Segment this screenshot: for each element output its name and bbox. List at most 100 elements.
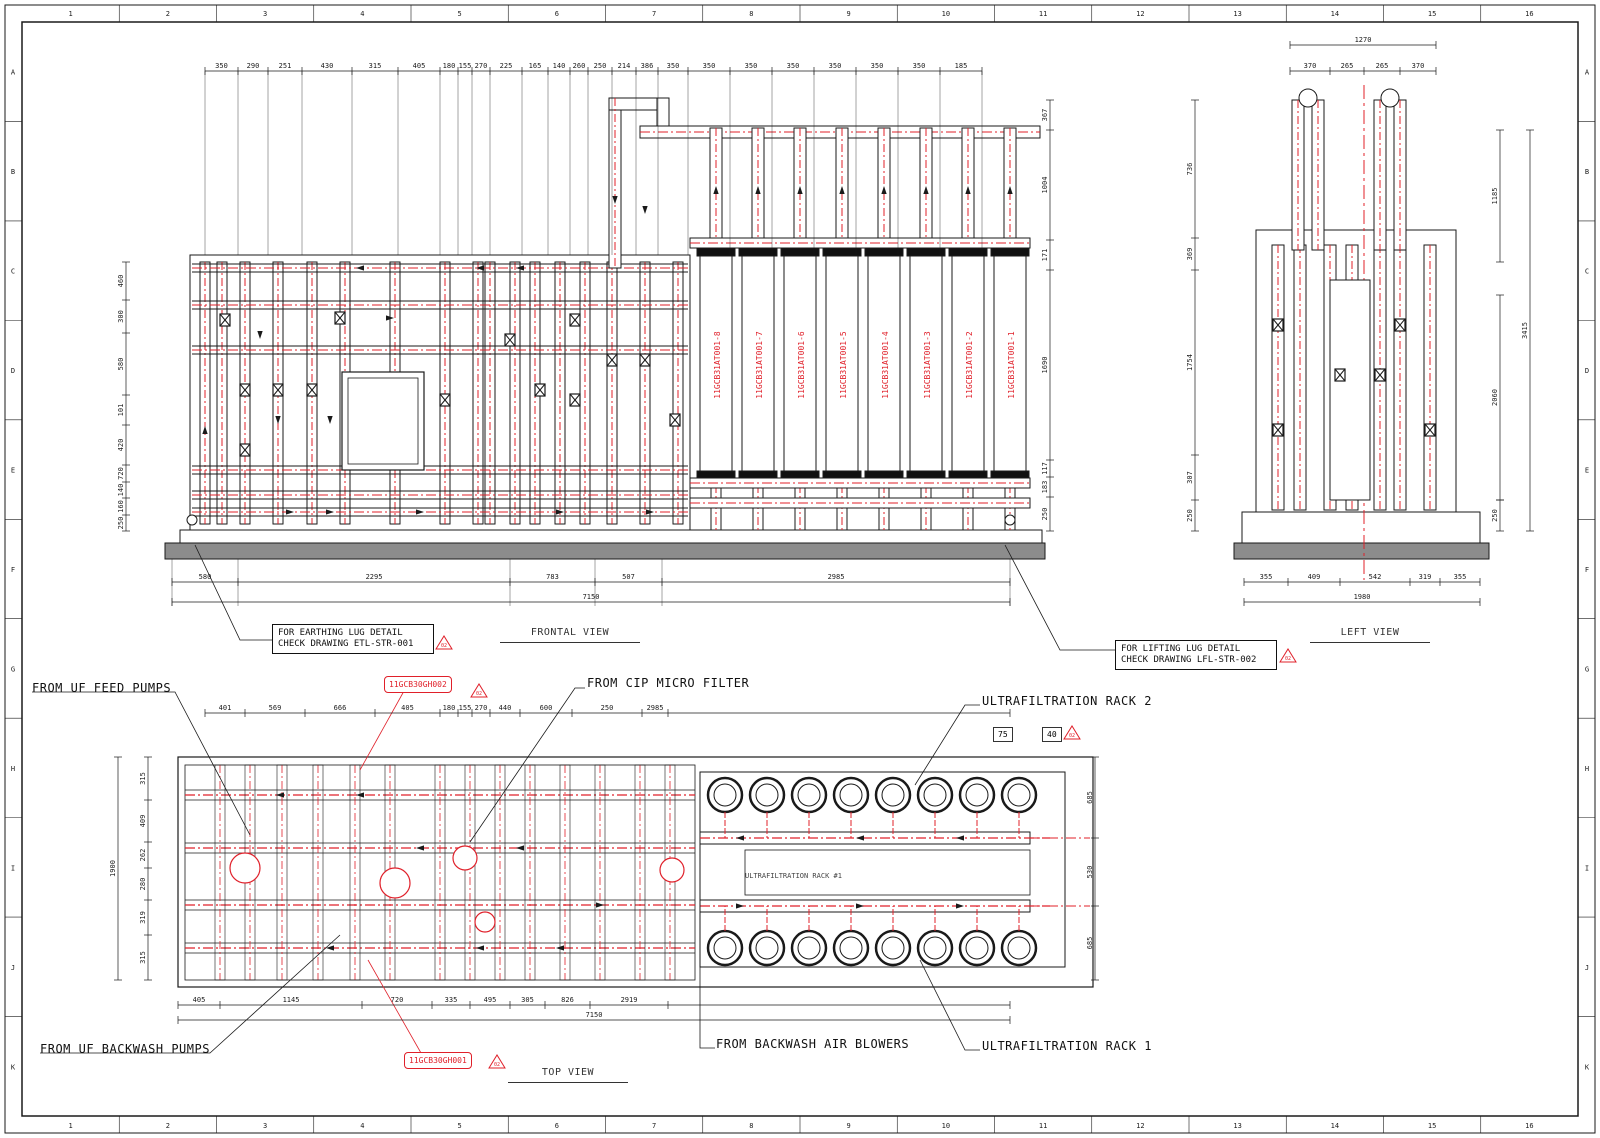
frontal-top-dim-label: 225: [500, 62, 513, 70]
uf-module-plan: [1000, 776, 1038, 838]
flow-arrow: [326, 509, 334, 515]
top-vertical-pipe: [214, 764, 226, 981]
column-label-top: 2: [166, 10, 170, 18]
uf-module: 11GCB31AT001-3: [906, 127, 946, 531]
uf-module-plan: [748, 906, 786, 967]
control-panel-door: [347, 377, 419, 465]
revision-triangle-icon: 02: [435, 635, 453, 650]
uf-module: 11GCB31AT001-7: [738, 127, 778, 531]
flow-arrow: [642, 206, 648, 214]
uf-module: 11GCB31AT001-6: [780, 127, 820, 531]
row-label-right: H: [1585, 765, 1589, 773]
valve-icon: [1374, 368, 1386, 382]
module-body: [867, 255, 901, 472]
revision-number: 02: [1069, 733, 1075, 739]
left-top-dim-label: 265: [1376, 62, 1389, 70]
top-vertical-pipe: [494, 764, 506, 981]
lifting-lug-note: FOR LIFTING LUG DETAIL CHECK DRAWING LFL…: [1115, 640, 1277, 670]
left-top-dim-label: 370: [1412, 62, 1425, 70]
valve-icon: [239, 443, 251, 457]
flow-arrow: [326, 945, 334, 951]
frontal-view: 11GCB31AT001-111GCB31AT001-211GCB31AT001…: [164, 97, 1046, 560]
frontal-top-dim-label: 165: [529, 62, 542, 70]
left-module-stack: [1329, 279, 1371, 501]
row-label-left: J: [11, 964, 15, 972]
row-label-right: J: [1585, 964, 1589, 972]
uf-module-plan: [832, 776, 870, 838]
row-label-left: E: [11, 467, 15, 475]
tag-top-leader: [359, 690, 405, 771]
uf-module-plan: [1000, 906, 1038, 967]
revision-triangle: [1063, 725, 1081, 740]
column-label-bottom: 10: [942, 1122, 950, 1130]
top-vertical-pipe: [464, 764, 476, 981]
valve-icon: [534, 383, 546, 397]
module-tag: 11GCB31AT001-8: [713, 331, 722, 399]
flow-arrow: [713, 186, 719, 194]
flow-arrow: [856, 903, 864, 909]
module-plan-inner: [755, 936, 779, 960]
uf-rack-2-leader: [914, 704, 980, 786]
row-label-left: A: [11, 69, 16, 77]
frontal-bottom-dim-label: 2295: [366, 573, 383, 581]
left-base-skid: [1233, 542, 1490, 560]
flow-arrow: [286, 509, 294, 515]
valve-icon: [306, 383, 318, 397]
frontal-left-dim-label: 420: [117, 439, 125, 452]
left-right-dim2-label: 2060: [1491, 389, 1499, 406]
frontal-right-dim-label: 250: [1041, 508, 1049, 521]
top-top-dim-label: 270: [475, 704, 488, 712]
lifting-note-line-1: FOR LIFTING LUG DETAIL: [1121, 644, 1241, 654]
frontal-base-skid: [164, 542, 1046, 560]
top-vertical-pipe: [349, 764, 361, 981]
frontal-view-title: FRONTAL VIEW: [500, 627, 640, 643]
top-top-dim-label: 180: [443, 704, 456, 712]
valve-icon: [606, 353, 618, 367]
flow-arrow: [516, 845, 524, 851]
frontal-top-dim-label: 350: [829, 62, 842, 70]
module-body: [951, 255, 985, 472]
left-riser-flange: [1380, 88, 1400, 108]
top-bottom-dim-label: 405: [193, 996, 206, 1004]
top-left-dim-label: 409: [139, 815, 147, 828]
uf-module-plan: [874, 906, 912, 967]
frontal-top-dim-label: 270: [475, 62, 488, 70]
frontal-top-dim-label: 350: [667, 62, 680, 70]
module-plan-inner: [839, 783, 863, 807]
column-label-bottom: 7: [652, 1122, 656, 1130]
top-vessel: [452, 845, 478, 871]
uf-module-plan: [790, 776, 828, 838]
left-left-dim-label: 1754: [1186, 354, 1194, 371]
left-top-dim-label: 370: [1304, 62, 1317, 70]
top-right-dim-label: 685: [1086, 791, 1094, 804]
left-bottom-dim-label: 409: [1308, 573, 1321, 581]
row-label-right: A: [1585, 69, 1590, 77]
uf-module-plan: [916, 776, 954, 838]
module-plan-inner: [881, 783, 905, 807]
top-left-dim-label: 262: [139, 849, 147, 862]
top-left-dim-label: 315: [139, 951, 147, 964]
module-plan-inner: [1007, 936, 1031, 960]
uf-rack-1-leader: [919, 959, 980, 1051]
frontal-top-dim-label: 290: [247, 62, 260, 70]
frontal-bottom-dim-label: 580: [199, 573, 212, 581]
column-label-top: 3: [263, 10, 267, 18]
top-top-dim-label: 569: [269, 704, 282, 712]
column-label-bottom: 1: [69, 1122, 73, 1130]
column-label-bottom: 16: [1525, 1122, 1533, 1130]
flow-arrow: [839, 186, 845, 194]
top-top-dim-label: 405: [401, 704, 414, 712]
row-label-left: C: [11, 268, 15, 276]
left-right-dim3-label: 250: [1491, 509, 1499, 522]
top-vessel: [474, 911, 496, 933]
frontal-left-dim-label: 720: [117, 467, 125, 480]
valve-icon: [1272, 423, 1284, 437]
frontal-right-dim-label: 1004: [1041, 177, 1049, 194]
uf-module-plan: [958, 776, 996, 838]
flow-arrow: [476, 265, 484, 271]
frontal-top-dim-label: 251: [279, 62, 292, 70]
callout-cip-micro-filter: FROM CIP MICRO FILTER: [587, 676, 750, 690]
frontal-top-dim-label: 350: [871, 62, 884, 70]
